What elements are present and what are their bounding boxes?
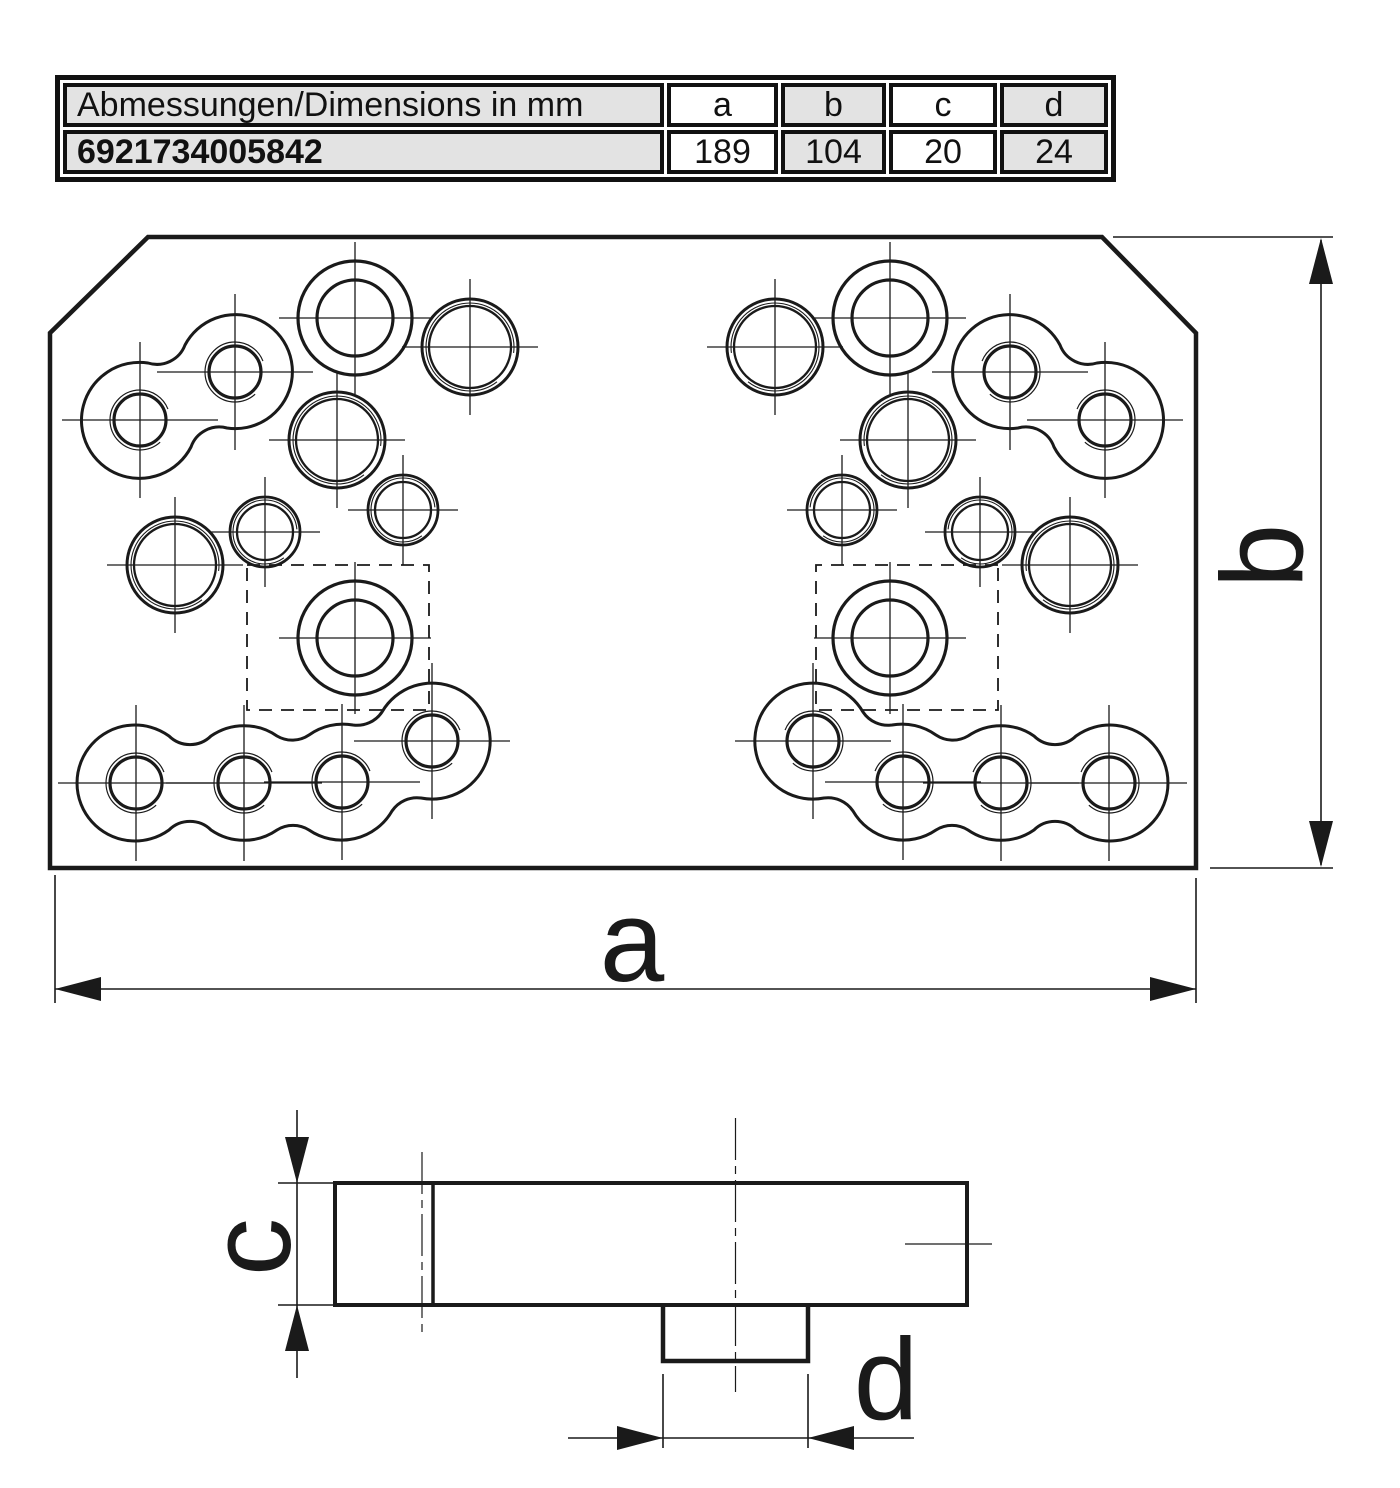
dimension-d [568,1374,914,1450]
hole-bore-57 [279,242,431,394]
side-view-body [333,1181,969,1307]
hole-tapped-26 [923,705,1079,861]
hole-ring-48 [269,372,405,508]
side-view-tenon [660,1305,811,1364]
table-header-label: Abmessungen/Dimensions in mm [63,83,664,127]
hole-tapped-26 [825,704,981,860]
dim-d-arrow-left [617,1426,663,1450]
table-value-a: 189 [667,130,778,174]
table-value-c: 20 [889,130,997,174]
dimension-c [278,1110,344,1378]
hole-tapped-26 [62,342,218,498]
plate-holes-right-half-mirrored [707,242,1187,861]
hole-ring-35 [210,477,320,587]
plate-holes-left-half [58,242,538,861]
dim-b-arrow-top [1309,238,1333,284]
table-header-col-c: c [889,83,997,127]
table-value-d: 24 [1000,130,1108,174]
milled-contour-peanut [79,313,294,480]
table-header-col-d: d [1000,83,1108,127]
dimension-label-d: d [853,1314,919,1444]
dim-d-arrow-right [808,1426,854,1450]
table-header-col-a: a [667,83,778,127]
dimension-b [1113,236,1333,869]
dimension-a [54,875,1197,1003]
hole-bore-57 [814,562,966,714]
table-header-col-b: b [781,83,886,127]
milled-contour-chain [75,681,492,843]
hole-tapped-26 [1027,342,1183,498]
dimension-label-a: a [599,876,665,1006]
table-part-number: 6921734005842 [63,130,664,174]
table-value-b: 104 [781,130,886,174]
hole-tapped-26 [354,663,510,819]
hole-bore-57 [279,562,431,714]
dim-a-arrow-left [55,977,101,1001]
hole-ring-48 [840,372,976,508]
hole-tapped-26 [932,294,1088,450]
dim-c-arrow-bottom [285,1305,309,1351]
hole-pattern [707,242,1187,861]
hole-ring-48 [707,279,843,415]
hole-ring-35 [348,455,458,565]
dimension-table-grid: Abmessungen/Dimensions in mm a b c d 692… [63,83,1108,174]
hole-bore-57 [814,242,966,394]
side-view [333,1118,992,1392]
milled-contour-chain [753,681,1170,843]
hole-tapped-26 [166,705,322,861]
hole-tapped-26 [157,294,313,450]
hole-pattern [58,242,538,861]
hole-ring-35 [925,477,1035,587]
dimension-label-c: c [185,1218,315,1276]
dimension-table: Abmessungen/Dimensions in mm a b c d 692… [55,75,1116,182]
hole-ring-48 [107,497,243,633]
dim-a-arrow-right [1150,977,1196,1001]
hole-ring-35 [787,455,897,565]
dimension-label-b: b [1197,523,1327,589]
dim-c-arrow-top [285,1137,309,1183]
hole-ring-48 [1002,497,1138,633]
hole-tapped-26 [58,705,214,861]
hole-tapped-26 [735,663,891,819]
plate-top-view [47,234,1199,871]
hole-ring-48 [402,279,538,415]
milled-contour-peanut [951,313,1166,480]
dim-b-arrow-bottom [1309,821,1333,867]
hole-tapped-26 [264,704,420,860]
